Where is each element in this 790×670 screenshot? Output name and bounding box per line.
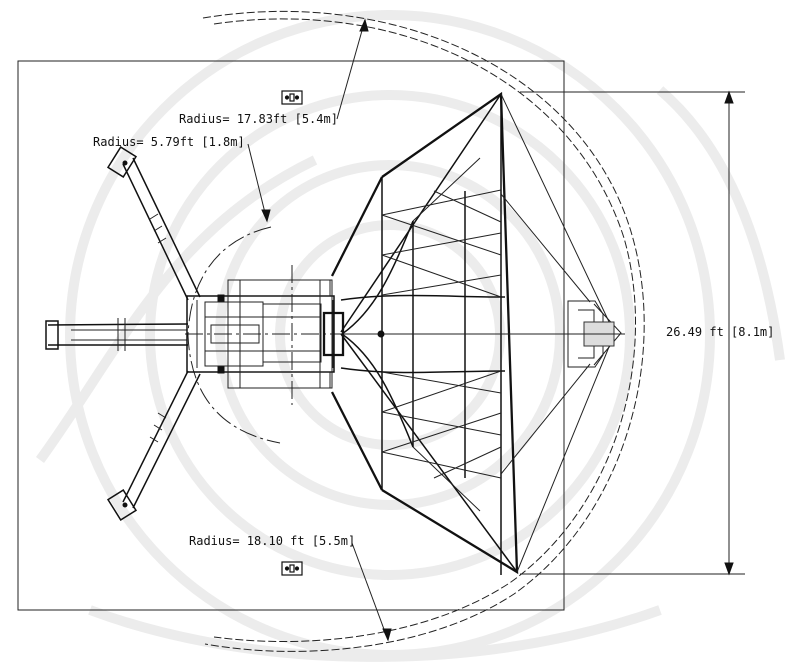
inner-radius-label: Radius= 5.79ft [1.8m] <box>93 135 245 149</box>
dimension-lines <box>247 18 745 642</box>
survey-marker-top <box>281 90 303 105</box>
site-boundary <box>17 60 565 611</box>
clearance-circles <box>187 10 645 652</box>
survey-marker-bottom <box>281 561 303 576</box>
outer-clearance-arc-small <box>213 18 637 643</box>
outer-clearance-arc-large <box>202 10 645 652</box>
outrigger-legs <box>47 157 201 509</box>
outer-radius-bottom-label: Radius= 18.10 ft [5.5m] <box>189 534 355 548</box>
outer-radius-top-label: Radius= 17.83ft [5.4m] <box>179 112 338 126</box>
leveling-pads <box>45 146 138 521</box>
base-platform <box>186 279 345 389</box>
diameter-label: 26.49 ft [8.1m] <box>666 325 774 339</box>
inner-clearance-arc <box>187 226 281 444</box>
background-watermark-pattern <box>35 10 785 662</box>
antenna-reflector-frame <box>330 91 622 575</box>
